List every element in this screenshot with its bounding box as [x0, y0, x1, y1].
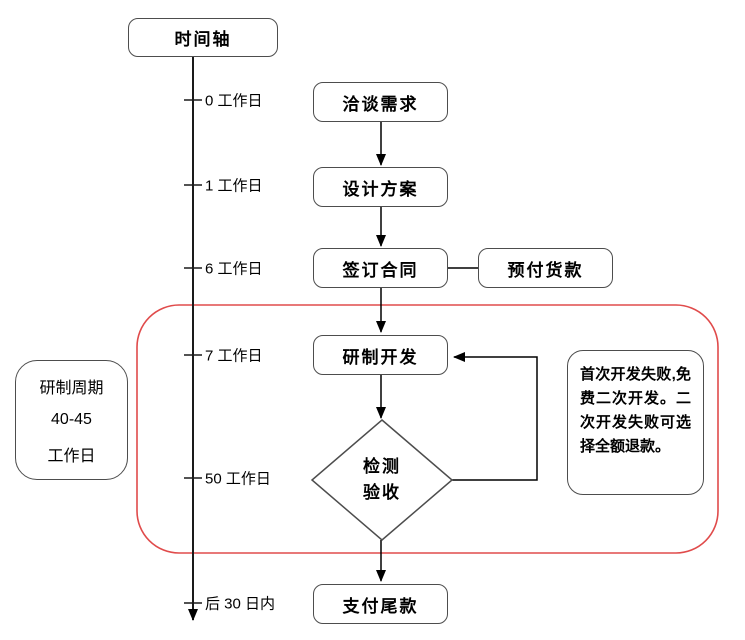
tick-label-7-workday: 7 工作日: [205, 347, 263, 365]
tick-label-50-workday: 50 工作日: [205, 470, 271, 488]
inspection-label-line1: 检测: [363, 457, 401, 476]
node-design-plan: 设计方案: [313, 167, 448, 207]
node-negotiate-requirements: 洽谈需求: [313, 82, 448, 122]
tick-label-1-workday: 1 工作日: [205, 177, 263, 195]
tick-label-within-30-days: 后 30 日内: [205, 595, 276, 613]
node-develop: 研制开发: [313, 335, 448, 375]
tick-label-6-workday: 6 工作日: [205, 260, 263, 278]
highlight-region-outline: [136, 304, 719, 554]
inspection-diamond-shape: [310, 419, 454, 541]
dev-cycle-note-box: 研制周期 40-45 工作日: [15, 360, 128, 480]
node-inspection-acceptance: 检测 验收: [322, 450, 442, 510]
node-sign-contract: 签订合同: [313, 248, 448, 288]
failure-policy-note-box: 首次开发失败,免费二次开发。二次开发失败可选择全额退款。: [567, 350, 704, 495]
node-final-payment: 支付尾款: [313, 584, 448, 624]
dev-cycle-note-line2: 40-45: [51, 411, 92, 428]
dev-cycle-note-line3: 工作日: [47, 448, 96, 465]
tick-label-0-workday: 0 工作日: [205, 92, 263, 110]
node-prepayment: 预付货款: [478, 248, 613, 288]
dev-cycle-note-line1: 研制周期: [39, 380, 104, 397]
inspection-label-line2: 验收: [363, 483, 401, 502]
timeline-title-box: 时间轴: [128, 18, 278, 57]
arrow-inspection-loop-to-develop: [452, 352, 538, 481]
